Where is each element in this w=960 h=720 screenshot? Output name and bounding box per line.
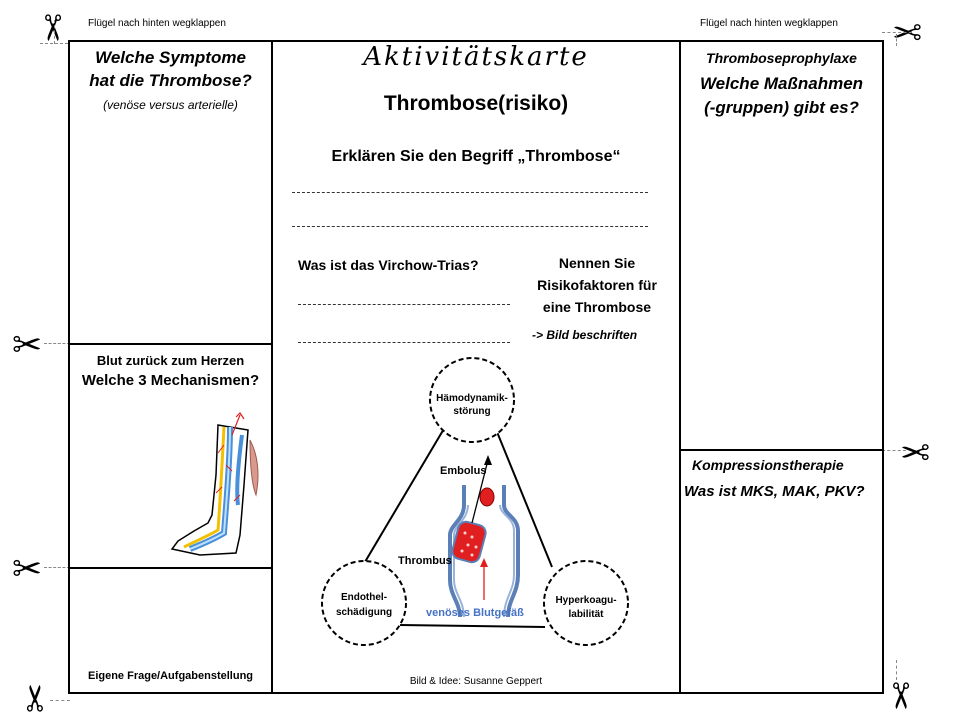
cut-line: [50, 700, 70, 701]
prophylaxis-line-2: Welche Maßnahmen: [699, 74, 864, 93]
answer-line: [298, 304, 510, 305]
fold-label-right: Flügel nach hinten wegklappen: [700, 18, 838, 29]
question-virchow: Was ist das Virchow-Trias?: [298, 257, 479, 273]
leg-illustration: [170, 412, 259, 556]
scissors-icon: ✂: [12, 325, 43, 366]
symptoms-subtitle: (venöse versus arterielle): [103, 98, 238, 112]
mechanisms-question: Blut zurück zum Herzen Welche 3 Mechanis…: [70, 352, 271, 392]
node-left-line-2: schädigung: [335, 607, 393, 618]
node-right-line-1: Hyperkoagu-: [555, 595, 617, 606]
script-title: Aktivitätskarte: [363, 42, 589, 72]
fold-label-left: Flügel nach hinten wegklappen: [88, 18, 226, 29]
instruction-label-image: -> Bild beschriften: [532, 328, 638, 342]
scissors-icon: ✂: [31, 12, 73, 44]
main-title: Thrombose(risiko): [383, 92, 569, 115]
compression-question: Was ist MKS, MAK, PKV?: [684, 483, 865, 500]
embolus-label: Embolus: [440, 465, 487, 477]
prophylaxis-title: Thromboseprophylaxe: [706, 50, 857, 66]
answer-line: [292, 192, 648, 193]
cut-line: [882, 32, 912, 33]
left-divider-1: [68, 343, 273, 345]
node-right-line-2: labilität: [568, 609, 604, 620]
risk-line-2: Risikofaktoren für: [537, 277, 657, 293]
virchow-triad-diagram: [321, 357, 629, 646]
node-hemodynamics: [429, 357, 515, 443]
right-flap: [679, 40, 884, 694]
right-divider: [679, 449, 884, 451]
scissors-icon: ✂: [16, 682, 58, 714]
node-hypercoagulability-label: Hyperkoagu- labilität: [544, 594, 628, 622]
mechanisms-title-2: Welche 3 Mechanismen?: [81, 372, 260, 389]
thrombus-label: Thrombus: [398, 555, 452, 567]
compression-title: Kompressionstherapie: [692, 457, 844, 473]
symptoms-title-1: Welche Symptome: [95, 48, 246, 67]
symptoms-question: Welche Symptome hat die Thrombose?: [70, 46, 271, 92]
node-endothelium-label: Endothel- schädigung: [322, 590, 406, 620]
scissors-icon: ✂: [12, 549, 43, 590]
scissors-icon: ✂: [879, 680, 921, 712]
left-divider-2: [68, 567, 273, 569]
answer-line: [298, 342, 510, 343]
question-define-thrombosis: Erklären Sie den Begriff „Thrombose“: [331, 148, 621, 165]
cut-line: [896, 34, 897, 46]
prophylaxis-question: Thromboseprophylaxe Welche Maßnahmen (-g…: [681, 48, 882, 120]
mechanisms-title-1: Blut zurück zum Herzen: [96, 353, 245, 368]
cut-line: [896, 660, 897, 680]
thrombus-shape: [451, 520, 487, 564]
node-endothelium: [321, 560, 407, 646]
node-top-line-1: Hämodynamik-: [436, 393, 508, 404]
prophylaxis-line-3: (-gruppen) gibt es?: [704, 98, 859, 117]
symptoms-title-2: hat die Thrombose?: [89, 71, 252, 90]
cut-line: [54, 20, 55, 44]
question-risk-factors: Nennen Sie Risikofaktoren für eine Throm…: [522, 252, 672, 318]
cut-line: [882, 450, 906, 451]
vessel-label: venöses Blutgefäß: [426, 607, 524, 619]
own-question-label: Eigene Frage/Aufgabenstellung: [87, 670, 254, 682]
credit-line: Bild & Idee: Susanne Geppert: [409, 676, 543, 687]
risk-line-1: Nennen Sie: [558, 255, 636, 271]
node-hypercoagulability: [543, 560, 629, 646]
cut-line: [44, 343, 70, 344]
cut-line: [44, 567, 70, 568]
embolus-shape: [479, 487, 495, 507]
node-top-line-2: störung: [453, 406, 491, 417]
answer-line: [292, 226, 648, 227]
risk-line-3: eine Thrombose: [542, 299, 652, 315]
node-left-line-1: Endothel-: [340, 592, 388, 603]
node-hemodynamics-label: Hämodynamik- störung: [430, 392, 514, 418]
